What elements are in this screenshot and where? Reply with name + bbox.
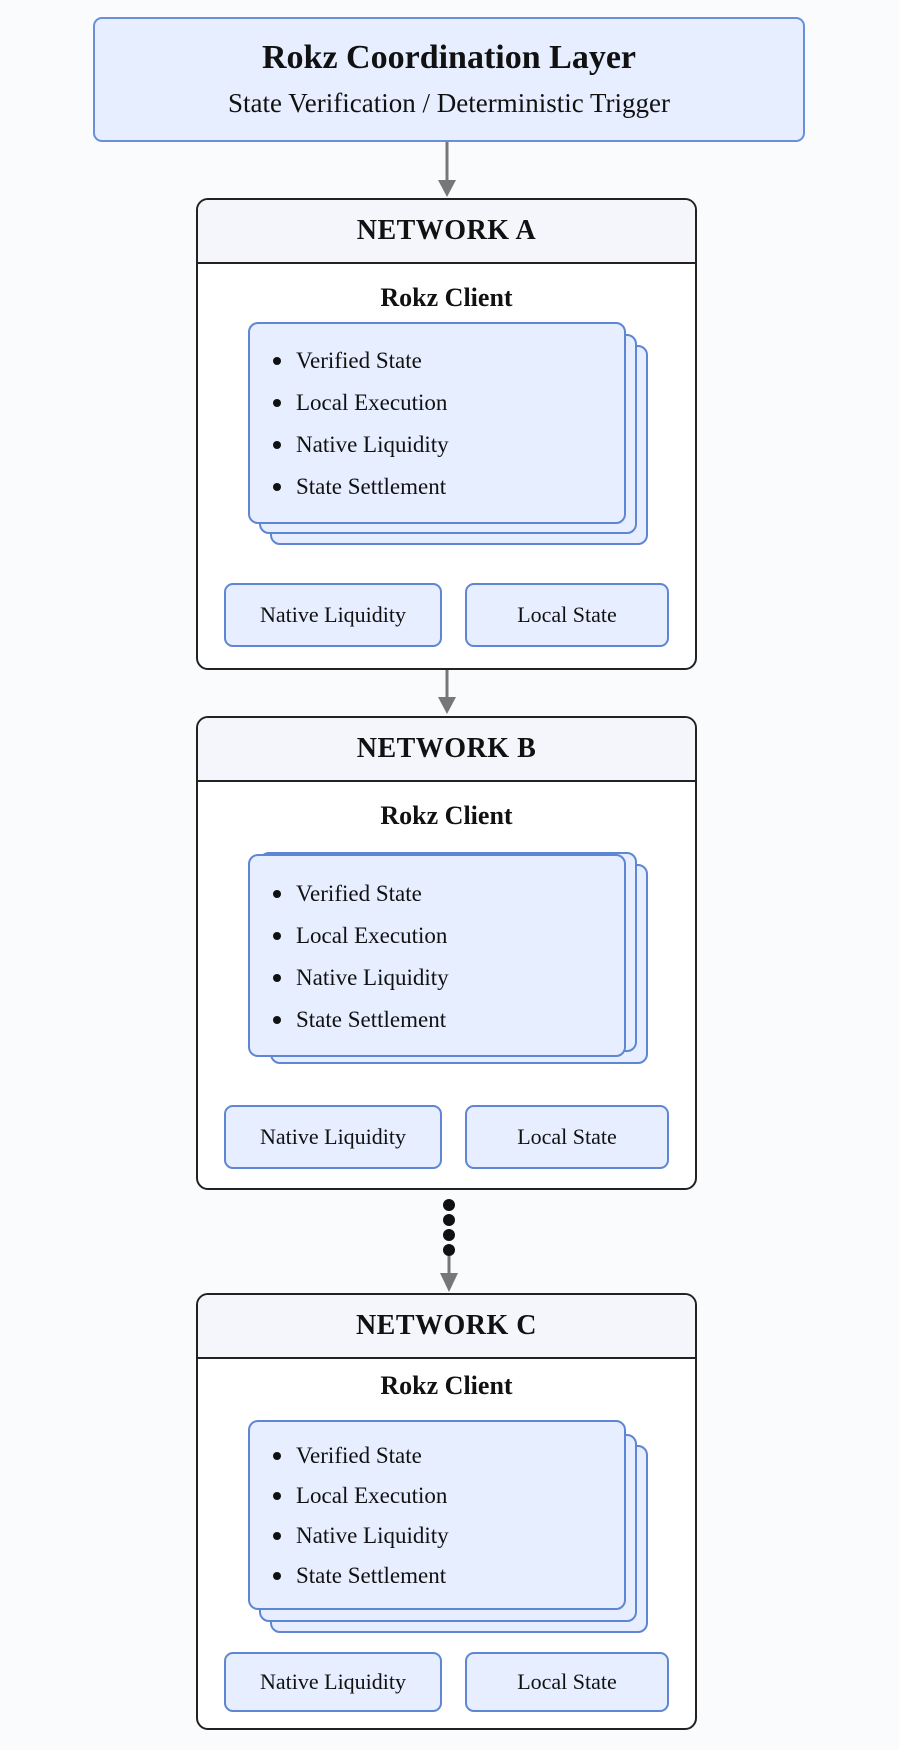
bullet-icon — [273, 1452, 281, 1460]
network-a-feature-item: Verified State — [270, 349, 614, 373]
network-c-box: NETWORK C Rokz Client Verified State Loc… — [196, 1293, 697, 1730]
network-b-native-liquidity-box: Native Liquidity — [224, 1105, 442, 1169]
network-a-feature-list: Verified State Local Execution Native Li… — [270, 349, 614, 499]
bullet-icon — [273, 357, 281, 365]
network-c-feature-card: Verified State Local Execution Native Li… — [248, 1420, 626, 1610]
network-c-feature-item: Verified State — [270, 1444, 614, 1468]
bullet-icon — [273, 1532, 281, 1540]
network-b-feature-list: Verified State Local Execution Native Li… — [270, 882, 614, 1032]
network-b-feature-item: Verified State — [270, 882, 614, 906]
network-a-native-liquidity-box: Native Liquidity — [224, 583, 442, 647]
network-a-title: NETWORK A — [198, 200, 695, 264]
bullet-icon — [273, 932, 281, 940]
bullet-icon — [273, 441, 281, 449]
bullet-icon — [273, 1572, 281, 1580]
network-c-title: NETWORK C — [198, 1295, 695, 1359]
network-a-local-state-box: Local State — [465, 583, 669, 647]
coordination-layer-subtitle: State Verification / Deterministic Trigg… — [228, 88, 670, 118]
network-b-title: NETWORK B — [198, 718, 695, 782]
network-c-feature-item: State Settlement — [270, 1564, 614, 1588]
network-a-feature-card: Verified State Local Execution Native Li… — [248, 322, 626, 524]
network-a-client-title: Rokz Client — [380, 283, 513, 312]
network-b-client-title: Rokz Client — [380, 801, 513, 830]
arrow-coordination-to-network-a — [438, 142, 456, 197]
network-b-feature-item: Native Liquidity — [270, 966, 614, 990]
network-c-feature-item: Local Execution — [270, 1484, 614, 1508]
network-b-local-state-box: Local State — [465, 1105, 669, 1169]
network-b-feature-card: Verified State Local Execution Native Li… — [248, 854, 626, 1057]
ellipsis-connector — [440, 1199, 458, 1292]
network-a-feature-item: Local Execution — [270, 391, 614, 415]
network-c-client-title: Rokz Client — [380, 1371, 513, 1400]
bullet-icon — [273, 1492, 281, 1500]
network-a-feature-item: Native Liquidity — [270, 433, 614, 457]
network-a-feature-item: State Settlement — [270, 475, 614, 499]
bullet-icon — [273, 483, 281, 491]
network-c-feature-list: Verified State Local Execution Native Li… — [270, 1444, 614, 1588]
network-c-feature-item: Native Liquidity — [270, 1524, 614, 1548]
coordination-layer-title: Rokz Coordination Layer — [262, 39, 636, 76]
bullet-icon — [273, 974, 281, 982]
network-c-local-state-box: Local State — [465, 1652, 669, 1712]
network-a-box: NETWORK A Rokz Client Verified State Loc… — [196, 198, 697, 670]
bullet-icon — [273, 1016, 281, 1024]
network-c-native-liquidity-box: Native Liquidity — [224, 1652, 442, 1712]
bullet-icon — [273, 399, 281, 407]
bullet-icon — [273, 890, 281, 898]
network-b-feature-item: State Settlement — [270, 1008, 614, 1032]
network-b-box: NETWORK B Rokz Client Verified State Loc… — [196, 716, 697, 1190]
network-b-feature-item: Local Execution — [270, 924, 614, 948]
arrow-network-a-to-network-b — [438, 670, 456, 714]
coordination-layer-box: Rokz Coordination Layer State Verificati… — [93, 17, 805, 142]
